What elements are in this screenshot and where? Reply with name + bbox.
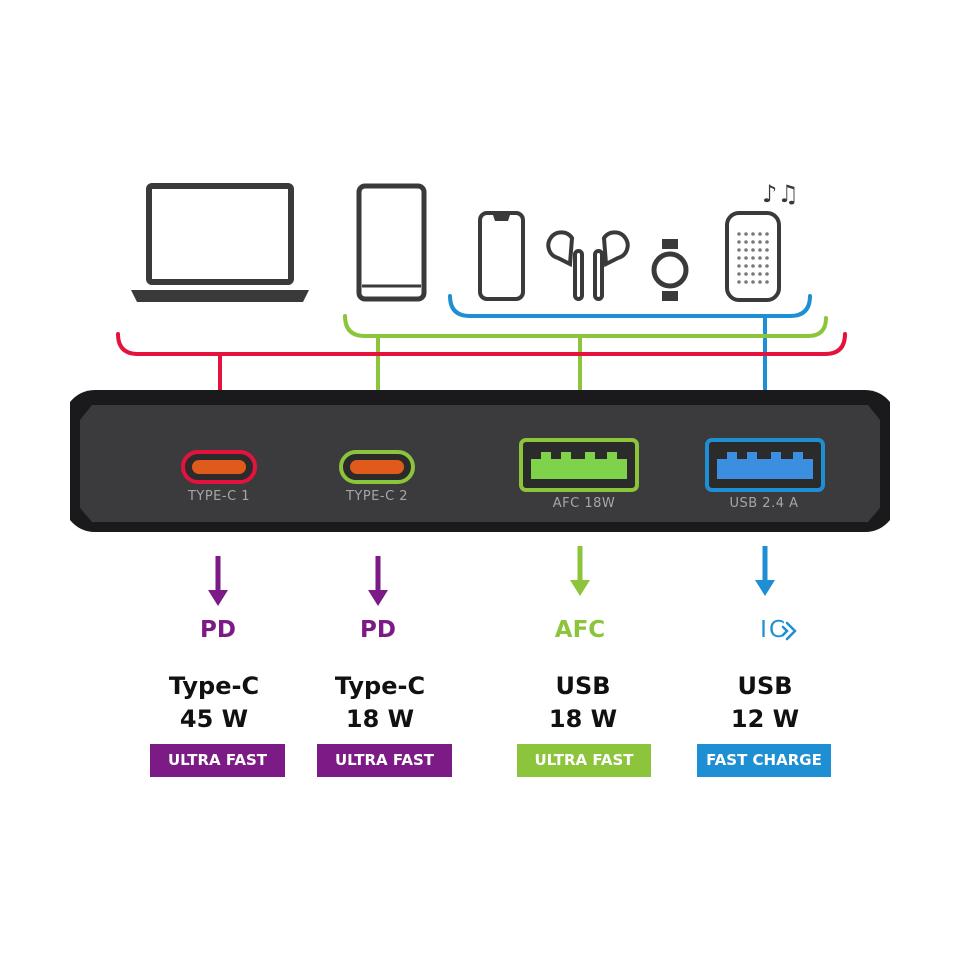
smart-speaker-icon xyxy=(725,211,781,302)
tablet-icon xyxy=(356,183,427,302)
connector-type: USB xyxy=(555,672,611,700)
protocol-label: AFC xyxy=(554,617,606,643)
port-label: AFC 18W xyxy=(552,496,616,511)
protocol-label: IC xyxy=(760,617,787,643)
port-spec: USB 12 W xyxy=(685,670,845,736)
arrow-down-icon xyxy=(570,546,590,596)
port-type-c-2 xyxy=(339,450,415,484)
music-notes-icon: ♪♫ xyxy=(762,180,799,208)
ic-chevron-logo-icon xyxy=(781,621,797,641)
speed-badge: FAST CHARGE xyxy=(697,744,831,777)
speed-badge: ULTRA FAST xyxy=(150,744,285,777)
svg-text:♪♫: ♪♫ xyxy=(762,180,799,208)
earbuds-icon xyxy=(546,230,630,301)
arrow-down-icon xyxy=(755,546,775,596)
port-afc-usb-a xyxy=(519,438,639,492)
connector-type: Type-C xyxy=(168,672,260,700)
smartphone-icon xyxy=(478,211,525,301)
port-label: TYPE-C 2 xyxy=(345,489,409,504)
connector-type: USB xyxy=(737,672,793,700)
port-spec: Type-C 18 W xyxy=(300,670,460,736)
power-rating: 12 W xyxy=(730,705,800,733)
arrow-down-icon xyxy=(368,556,388,606)
arrow-down-icon xyxy=(208,556,228,606)
port-label: TYPE-C 1 xyxy=(187,489,251,504)
port-usb-a xyxy=(705,438,825,492)
port-label: USB 2.4 A xyxy=(729,496,799,511)
port-type-c-1 xyxy=(181,450,257,484)
power-rating: 45 W xyxy=(179,705,249,733)
charger-body xyxy=(70,390,890,532)
port-spec: USB 18 W xyxy=(503,670,663,736)
power-rating: 18 W xyxy=(548,705,618,733)
connector-type: Type-C xyxy=(334,672,426,700)
smartwatch-icon xyxy=(651,239,689,301)
speed-badge: ULTRA FAST xyxy=(317,744,452,777)
power-rating: 18 W xyxy=(345,705,415,733)
speed-badge: ULTRA FAST xyxy=(517,744,651,777)
port-spec: Type-C 45 W xyxy=(134,670,294,736)
protocol-label: PD xyxy=(200,617,236,643)
protocol-label: PD xyxy=(360,617,396,643)
laptop-icon xyxy=(131,183,309,302)
